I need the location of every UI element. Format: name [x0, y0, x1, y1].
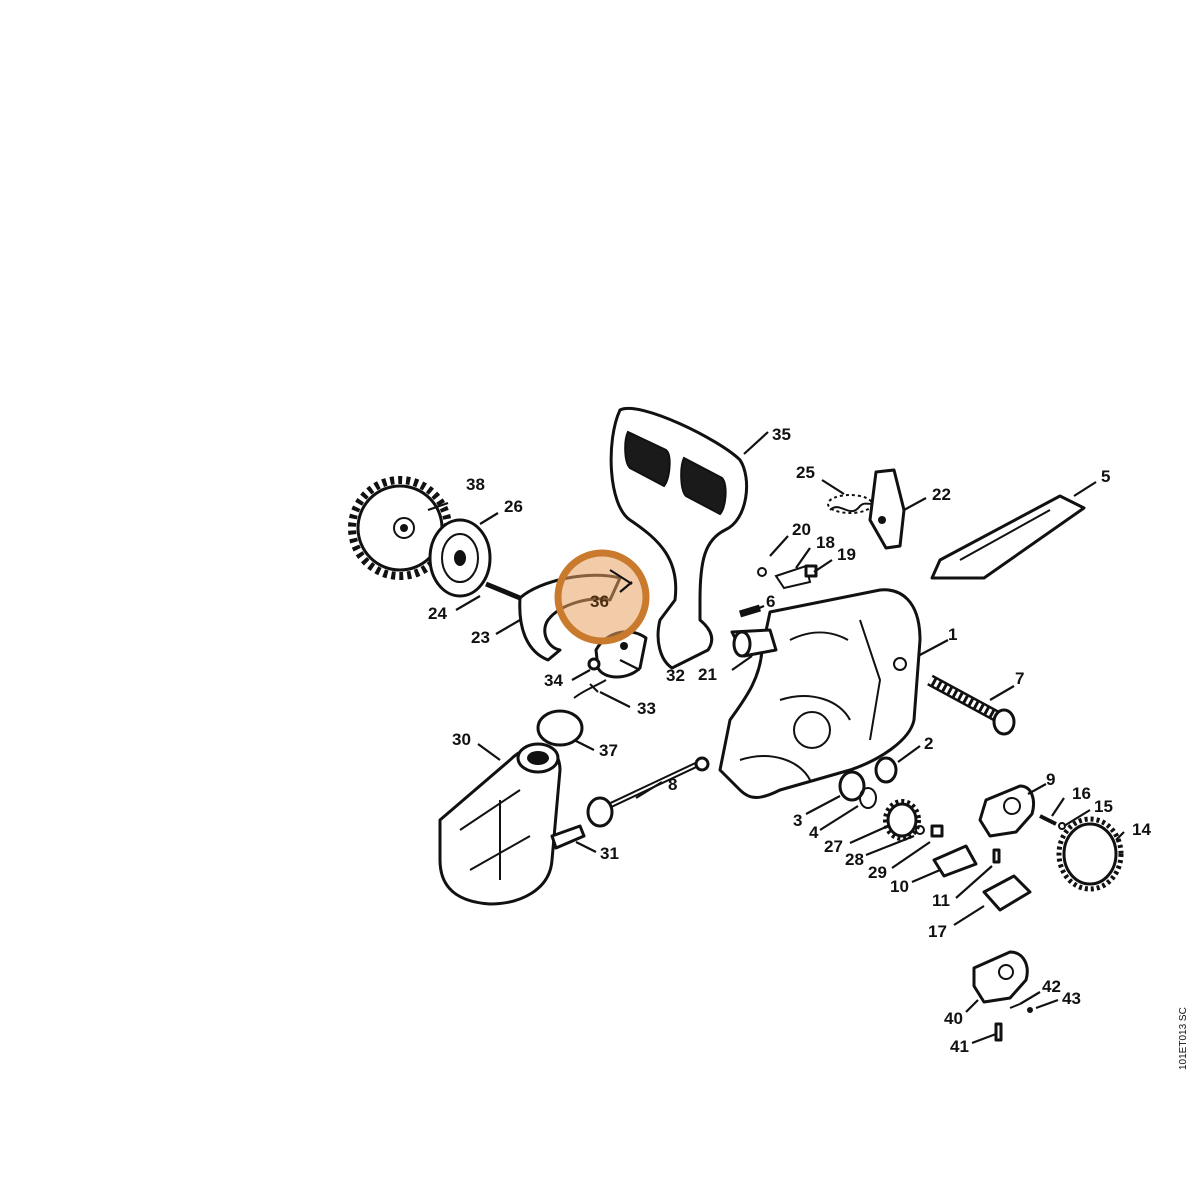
part-25-spring: [827, 494, 877, 514]
part-41-pin: [994, 1022, 1003, 1042]
part-24-screw: [485, 581, 521, 601]
callout-31: 31: [600, 844, 619, 863]
callout-10: 10: [890, 877, 909, 896]
callout-19: 19: [837, 545, 856, 564]
part-14-sprocket: [1056, 816, 1124, 892]
part-16-screw: [1039, 814, 1057, 826]
callout-7: 7: [1015, 669, 1024, 688]
part-22-lever: [868, 468, 906, 550]
part-42-spring: [1009, 1003, 1021, 1009]
part-17-block: [982, 874, 1032, 912]
callout-28: 28: [845, 850, 864, 869]
part-21-lever-shaft: [730, 628, 778, 658]
part-33-spring-clip: [573, 679, 607, 699]
drawing-code: 101ET013 SC: [1178, 1007, 1189, 1070]
callout-33: 33: [637, 699, 656, 718]
callout-11: 11: [932, 891, 950, 910]
callout-27: 27: [824, 837, 843, 856]
part-2-bushing: [874, 756, 898, 784]
callout-35: 35: [772, 425, 791, 444]
callout-43: 43: [1062, 989, 1081, 1008]
callout-20: 20: [792, 520, 811, 539]
callout-40: 40: [944, 1009, 963, 1028]
part-3-bearing: [838, 770, 866, 802]
part-4-ring: [859, 787, 877, 809]
callout-25: 25: [796, 463, 815, 482]
callout-41: 41: [950, 1037, 969, 1056]
part-10-worm-shaft: [932, 844, 978, 878]
part-20-washer: [757, 567, 767, 577]
callout-labels: 38 26 24 23 32 34 33 37 30 31 8 35 25 22…: [428, 425, 1151, 1056]
callout-15: 15: [1094, 797, 1113, 816]
callout-18: 18: [816, 533, 835, 552]
callout-14: 14: [1132, 820, 1151, 839]
callout-38: 38: [466, 475, 485, 494]
part-26-drum: [428, 518, 492, 598]
callout-16: 16: [1072, 784, 1091, 803]
callout-42: 42: [1042, 977, 1061, 996]
part-29-nut: [930, 824, 944, 838]
part-11-pin: [992, 848, 1001, 864]
part-31-fitting: [550, 824, 586, 850]
callout-1: 1: [948, 625, 957, 644]
part-9-pump-housing: [978, 784, 1035, 838]
callout-37: 37: [599, 741, 618, 760]
callout-30: 30: [452, 730, 471, 749]
part-34-pin: [587, 657, 601, 671]
callout-6: 6: [766, 592, 775, 611]
leader-lines: [427, 431, 1125, 1045]
part-37-o-ring: [536, 709, 584, 747]
callout-36: 36: [590, 592, 609, 611]
callout-22: 22: [932, 485, 951, 504]
callout-26: 26: [504, 497, 523, 516]
callout-17: 17: [928, 922, 947, 941]
part-18-link: [774, 564, 812, 590]
callout-34: 34: [544, 671, 563, 690]
callout-9: 9: [1046, 770, 1055, 789]
part-40-pump-housing-alt: [972, 950, 1029, 1004]
callout-21: 21: [698, 665, 717, 684]
callout-5: 5: [1101, 467, 1110, 486]
part-5-plate: [930, 494, 1086, 580]
callout-8: 8: [668, 775, 677, 794]
callout-32: 32: [666, 666, 685, 685]
callout-24: 24: [428, 604, 447, 623]
callout-2: 2: [924, 734, 933, 753]
part-30-oil-tank: [438, 742, 562, 906]
callout-4: 4: [809, 823, 819, 842]
part-8-rod: [586, 756, 710, 828]
callout-29: 29: [868, 863, 887, 882]
part-28-washer: [915, 825, 925, 835]
callout-3: 3: [793, 811, 802, 830]
part-35-handle: [609, 407, 749, 670]
part-43-ball: [1027, 1007, 1033, 1013]
part-27-gear-small: [883, 799, 921, 841]
part-36-highlight: [554, 549, 650, 645]
part-7-bolt: [927, 674, 1016, 736]
callout-23: 23: [471, 628, 490, 647]
